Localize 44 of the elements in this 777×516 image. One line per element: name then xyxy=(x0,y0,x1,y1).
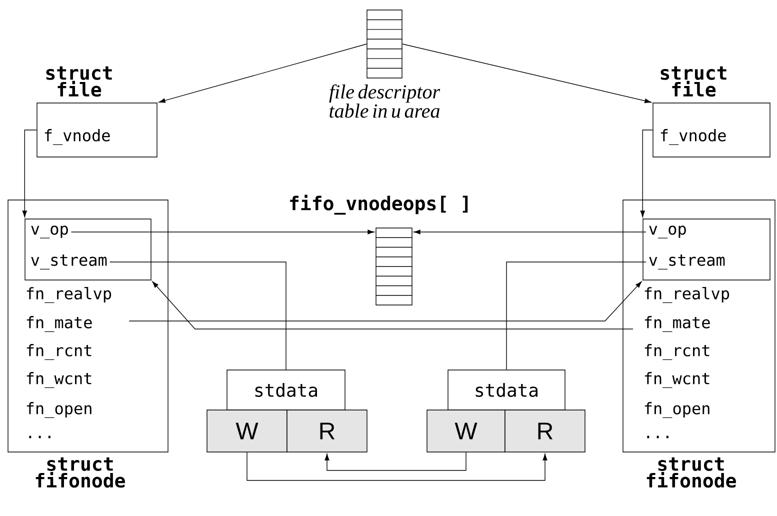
field-label: fn_mate xyxy=(26,316,92,332)
arrow xyxy=(128,281,642,322)
node-label: fn_wcnt xyxy=(644,372,710,388)
node-label: ... xyxy=(29,436,50,438)
stdata-box: stdata xyxy=(448,370,566,410)
node-label: fn_wcnt xyxy=(26,372,92,388)
arrow xyxy=(70,230,374,234)
field-box xyxy=(24,218,152,280)
node-label: fn_realvp xyxy=(644,286,730,304)
struct-box: f_vnode xyxy=(36,102,158,158)
field-label: v_stream xyxy=(649,254,725,270)
queue-cell: W xyxy=(426,410,506,452)
stdata-box: stdata xyxy=(226,370,346,410)
table-heading: fifo_vnodeops[ ] xyxy=(290,194,468,215)
arrow xyxy=(22,130,37,218)
arrow xyxy=(402,44,652,104)
arrow xyxy=(414,230,646,234)
field-box xyxy=(642,218,770,280)
arrow xyxy=(158,44,367,103)
field-label: v_stream xyxy=(31,254,107,270)
queue-cell: R xyxy=(504,410,586,452)
queue-cell: W xyxy=(206,410,288,452)
table-caption: file descriptor table in u area xyxy=(329,84,440,118)
struct-heading: struct fifonode xyxy=(646,457,736,488)
struct-heading: struct file xyxy=(46,66,112,97)
field-label: fn_mate xyxy=(644,316,710,332)
arrow xyxy=(324,452,466,471)
connector-line xyxy=(506,262,646,370)
arrow xyxy=(152,281,634,330)
node-label: fn_realvp xyxy=(26,286,112,304)
connector-line xyxy=(109,262,286,370)
struct-heading: struct file xyxy=(660,66,726,97)
node-label: fn_open xyxy=(26,402,92,418)
arrow xyxy=(640,130,653,218)
node-label: ... xyxy=(647,436,668,438)
node-label: fn_rcnt xyxy=(26,344,92,360)
node-label: fn_rcnt xyxy=(644,344,710,360)
struct-heading: struct fifonode xyxy=(36,457,125,488)
node-label: fn_open xyxy=(644,402,710,418)
field-label: v_op xyxy=(31,226,68,238)
struct-box: f_vnode xyxy=(652,102,770,158)
queue-cell: R xyxy=(286,410,368,452)
arrow xyxy=(246,452,548,481)
field-label: v_op xyxy=(649,226,686,238)
